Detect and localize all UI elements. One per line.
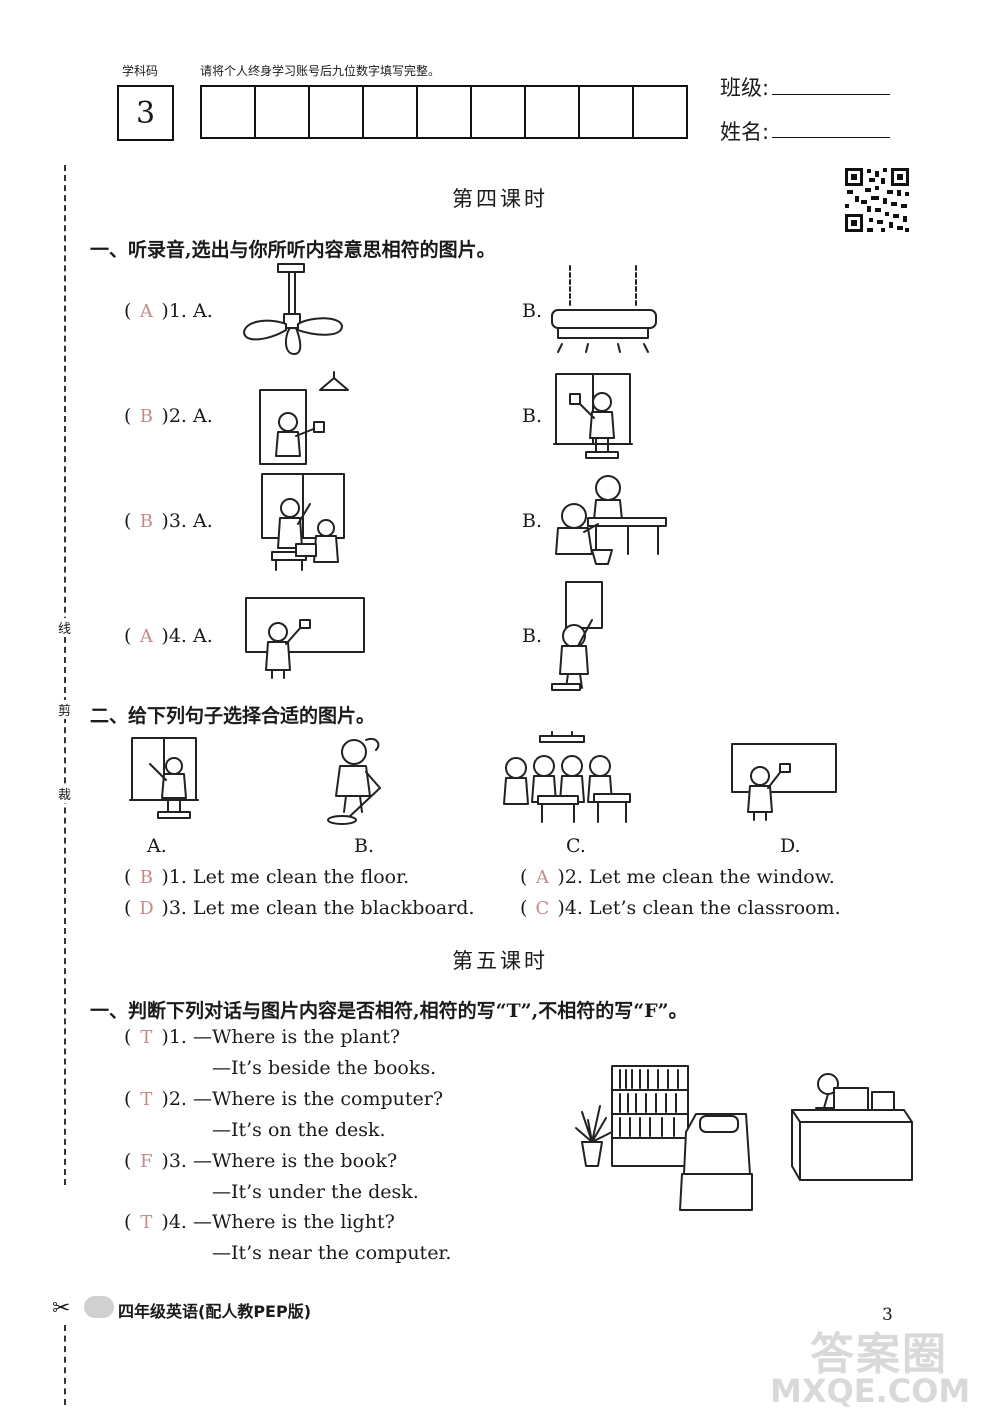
- cut-mark-char: 裁: [58, 784, 72, 803]
- subject-code-label: 学科码: [122, 64, 159, 78]
- book-title: 四年级英语(配人教PEP版): [118, 1302, 312, 1321]
- watermark-logo: 答案圈: [810, 1329, 948, 1380]
- tf-question-4: (T)4. —Where is the light?: [124, 1211, 395, 1233]
- picture-label-b: B.: [354, 835, 375, 857]
- class-field[interactable]: [772, 94, 890, 95]
- lesson5-title: 第五课时: [452, 949, 548, 973]
- children-cleaning-desk-picture: [555, 475, 667, 565]
- child-cleaning-board-picture: [551, 581, 603, 691]
- option-b-label: B.: [522, 625, 543, 647]
- cut-mark-char: 线: [58, 618, 72, 637]
- option-b-label: B.: [522, 510, 543, 532]
- digit-box[interactable]: [310, 87, 364, 137]
- answer-mark[interactable]: A: [139, 301, 153, 322]
- picture-label-a: A.: [147, 835, 167, 857]
- digit-box[interactable]: [634, 87, 686, 137]
- class-label: 班级:: [720, 76, 770, 100]
- ceiling-fan-picture: [243, 263, 343, 355]
- name-label: 姓名:: [720, 120, 770, 144]
- page-number: 3: [882, 1305, 893, 1325]
- child-cleaning-window-picture: [553, 373, 633, 459]
- tf-answer-line-1: —It’s beside the books.: [212, 1057, 437, 1079]
- tf-answer-line-3: —It’s under the desk.: [212, 1181, 419, 1203]
- account-digits-boxes[interactable]: [200, 85, 688, 139]
- match-question-2: (A)2. Let me clean the window.: [520, 866, 835, 888]
- listen-question-2: (B)2. A.: [124, 405, 213, 427]
- room-picture: [575, 1065, 913, 1211]
- cut-line-upper: [64, 165, 66, 1185]
- tf-answer-line-4: —It’s near the computer.: [212, 1242, 452, 1264]
- digit-box[interactable]: [418, 87, 472, 137]
- children-cleaning-window-picture: [261, 473, 345, 571]
- digit-box[interactable]: [256, 87, 310, 137]
- answer-mark[interactable]: T: [140, 1212, 153, 1233]
- child-cleaning-light-switch-picture: [259, 371, 349, 465]
- picture-a-window-cleaning: [129, 737, 199, 819]
- answer-mark[interactable]: B: [139, 511, 154, 532]
- answer-mark[interactable]: B: [139, 406, 154, 427]
- digit-box[interactable]: [202, 87, 256, 137]
- tf-question-1: (T)1. —Where is the plant?: [124, 1026, 401, 1048]
- footer-badge-icon: [84, 1296, 114, 1318]
- answer-mark[interactable]: A: [535, 867, 549, 888]
- tf-question-3: (F)3. —Where is the book?: [124, 1150, 398, 1172]
- hanging-light-picture: [551, 265, 657, 353]
- answer-mark[interactable]: D: [139, 898, 154, 919]
- option-b-label: B.: [522, 405, 543, 427]
- lesson4-section2-title: 二、给下列句子选择合适的图片。: [90, 705, 376, 727]
- account-instruction: 请将个人终身学习账号后九位数字填写完整。: [200, 64, 441, 78]
- scissors-icon: ✂: [52, 1296, 71, 1321]
- lesson5-section1-title: 一、判断下列对话与图片内容是否相符,相符的写“T”,不相符的写“F”。: [90, 1000, 688, 1022]
- answer-mark[interactable]: F: [140, 1151, 153, 1172]
- subject-code-box[interactable]: 3: [117, 85, 174, 141]
- tf-answer-line-2: —It’s on the desk.: [212, 1119, 386, 1141]
- match-question-3: (D)3. Let me clean the blackboard.: [124, 897, 475, 919]
- digit-box[interactable]: [364, 87, 418, 137]
- watermark-url: MXQE.COM: [770, 1372, 971, 1410]
- picture-label-c: C.: [566, 835, 586, 857]
- picture-c-classroom-cleaning: [503, 731, 631, 823]
- picture-b-mopping-floor: [327, 738, 381, 825]
- lesson4-section1-title: 一、听录音,选出与你所听内容意思相符的图片。: [90, 239, 496, 261]
- picture-d-blackboard-cleaning: [731, 743, 837, 821]
- cut-line-lower: [64, 1325, 66, 1405]
- qr-code: [843, 166, 911, 234]
- listen-question-3: (B)3. A.: [124, 510, 213, 532]
- child-cleaning-blackboard-picture: [245, 597, 365, 679]
- match-question-1: (B)1. Let me clean the floor.: [124, 866, 410, 888]
- option-b-label: B.: [522, 300, 543, 322]
- digit-box[interactable]: [580, 87, 634, 137]
- name-field[interactable]: [772, 137, 890, 138]
- answer-mark[interactable]: C: [535, 898, 550, 919]
- answer-mark[interactable]: A: [139, 626, 153, 647]
- answer-mark[interactable]: T: [140, 1027, 153, 1048]
- lesson4-title: 第四课时: [452, 187, 548, 211]
- picture-label-d: D.: [780, 835, 801, 857]
- tf-question-2: (T)2. —Where is the computer?: [124, 1088, 444, 1110]
- match-question-4: (C)4. Let’s clean the classroom.: [520, 897, 841, 919]
- digit-box[interactable]: [472, 87, 526, 137]
- digit-box[interactable]: [526, 87, 580, 137]
- answer-mark[interactable]: B: [139, 867, 154, 888]
- listen-question-1: (A)1. A.: [124, 300, 213, 322]
- cut-mark-char: 剪: [58, 700, 72, 719]
- listen-question-4: (A)4. A.: [124, 625, 213, 647]
- answer-mark[interactable]: T: [140, 1089, 153, 1110]
